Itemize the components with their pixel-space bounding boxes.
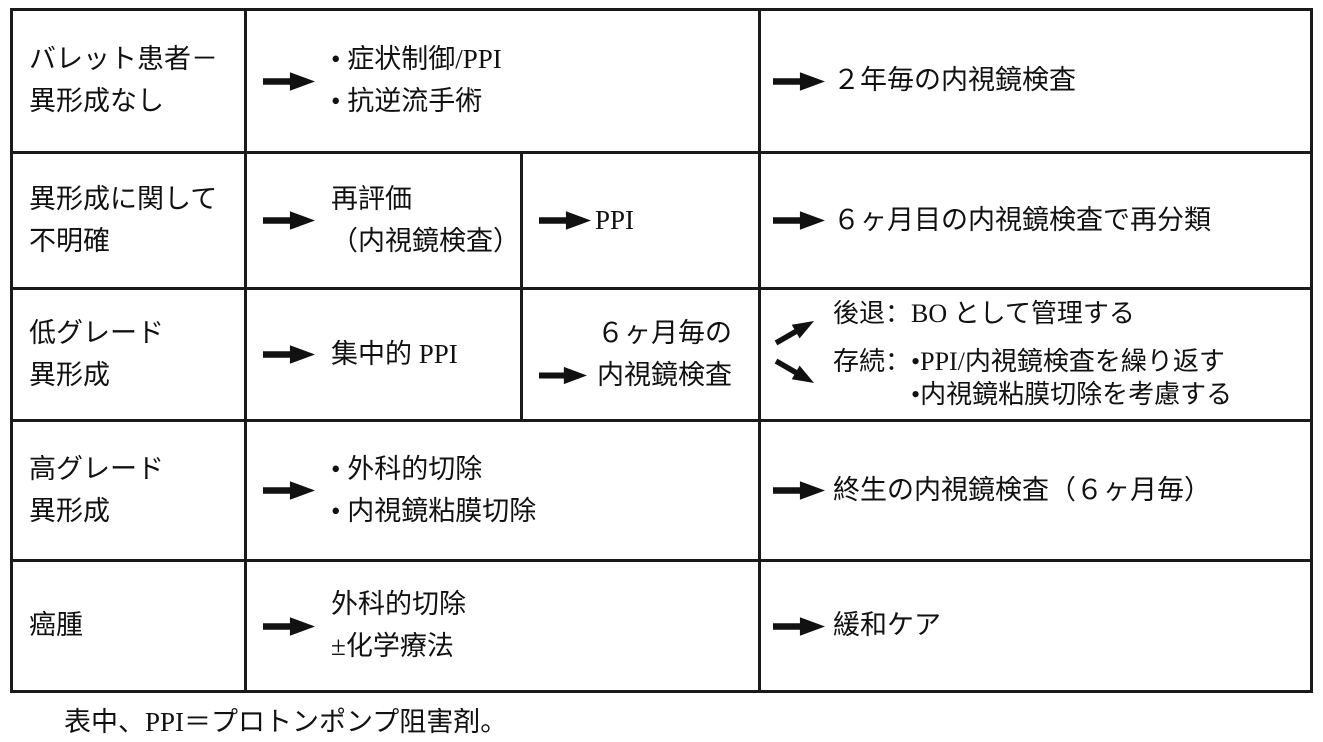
followup-label: 緩和ケア [833,610,941,641]
condition-label: 癌腫 [29,610,83,641]
arrow-up-right-icon [774,320,815,345]
followup-label: ６ヶ月目の内視鏡検査で再分類 [833,204,1211,235]
treatment-cell: • 外科的切除 • 内視鏡粘膜切除 [247,422,761,562]
arrow-right-icon [263,71,315,91]
treatment2-cell: ６ヶ月毎の 内視鏡検査 [523,290,761,422]
treatment-cell: 再評価 （内視鏡検査） [247,154,523,290]
treatment-cell: 外科的切除 ±化学療法 [247,562,761,690]
arrow-down-right-icon [774,358,815,383]
condition-label: 異形成に関して 不明確 [29,183,218,256]
arrow-right-icon [263,345,315,364]
treatment-label: • 外科的切除 • 内視鏡粘膜切除 [331,453,537,526]
followup-label: ２年毎の内視鏡検査 [833,65,1076,96]
followup-cell: ６ヶ月目の内視鏡検査で再分類 [761,154,1310,290]
arrow-right-icon [773,71,825,91]
branch-fork-arrows [771,311,825,399]
treatment2-label: PPI [595,204,635,235]
treatment-label: 集中的 PPI [331,338,458,369]
treatment2-cell: PPI [523,154,761,290]
arrow-right-icon [539,366,587,385]
condition-cell: バレット患者－ 異形成なし [13,11,247,154]
arrow-right-icon [263,616,315,636]
treatment2-label: ６ヶ月毎の 内視鏡検査 [597,317,732,390]
condition-cell: 異形成に関して 不明確 [13,154,247,290]
arrow-right-icon [773,211,825,230]
branch-persistence-item2: •内視鏡粘膜切除を考慮する [911,379,1233,409]
condition-cell: 癌腫 [13,562,247,690]
treatment-label: 再評価 （内視鏡検査） [331,183,520,256]
condition-label: 低グレード 異形成 [29,317,164,390]
arrow-right-icon [773,616,825,636]
followup-cell: 終生の内視鏡検査（６ヶ月毎） [761,422,1310,562]
followup-branch-cell: 後退：BO として管理する 存続：•PPI/内視鏡検査を繰り返す •内視鏡粘膜切… [761,290,1310,422]
followup-cell: 緩和ケア [761,562,1310,690]
treatment-label: 外科的切除 ±化学療法 [331,589,466,661]
branch-persistence-label: 存続：•PPI/内視鏡検査を繰り返す [833,347,1225,377]
treatment-cell: • 症状制御/PPI • 抗逆流手術 [247,11,761,154]
arrow-right-icon [263,211,315,230]
followup-cell: ２年毎の内視鏡検査 [761,11,1310,154]
arrow-right-icon [263,481,315,500]
condition-label: 高グレード 異形成 [29,453,164,526]
branch-regression-label: 後退：BO として管理する [833,298,1135,328]
condition-cell: 高グレード 異形成 [13,422,247,562]
condition-cell: 低グレード 異形成 [13,290,247,422]
table-footnote: 表中、PPI＝プロトンポンプ阻害剤。 [64,707,508,737]
followup-label: 終生の内視鏡検査（６ヶ月毎） [833,474,1211,505]
arrow-right-icon [539,211,591,230]
branch-text: 後退：BO として管理する 存続：•PPI/内視鏡検査を繰り返す •内視鏡粘膜切… [833,298,1232,412]
treatment-cell: 集中的 PPI [247,290,523,422]
condition-label: バレット患者－ 異形成なし [29,44,218,116]
treatment-label: • 症状制御/PPI • 抗逆流手術 [331,44,502,116]
arrow-right-icon [773,481,825,500]
management-table: バレット患者－ 異形成なし • 症状制御/PPI • 抗逆流手術 ２年毎の内視鏡… [10,8,1313,693]
